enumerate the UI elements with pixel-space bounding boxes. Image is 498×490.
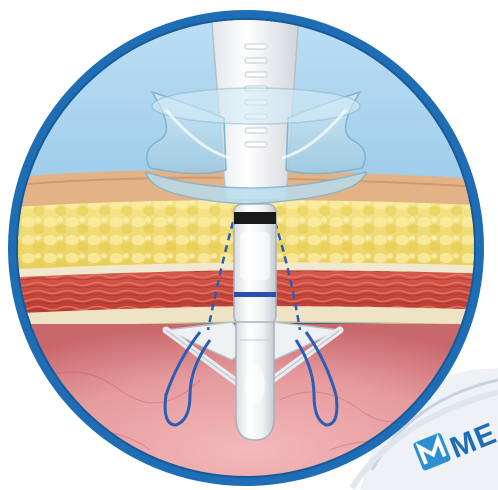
closure-device-shaft [234, 204, 276, 440]
